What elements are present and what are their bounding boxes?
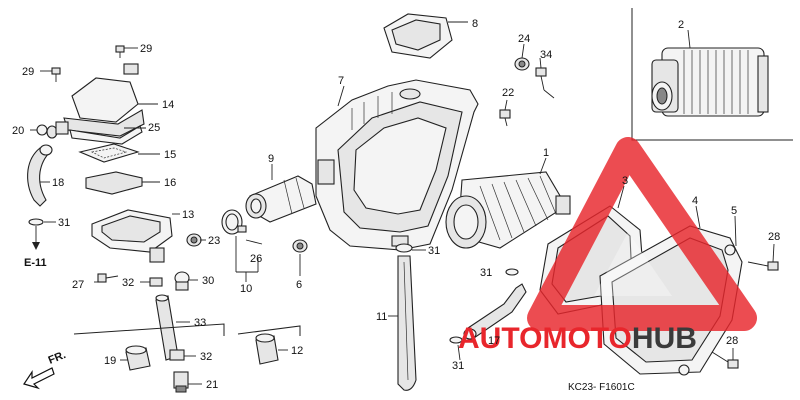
callout-p14: 14: [162, 99, 174, 111]
subgroup-frame-12: [237, 325, 301, 336]
callout-p34: 34: [540, 49, 552, 61]
drain-tube-11: [388, 255, 417, 391]
callout-p22: 22: [502, 87, 514, 99]
reference-label: E-11: [24, 257, 47, 269]
callout-p12: 12: [291, 345, 303, 357]
callout-p30: 30: [202, 275, 214, 287]
callout-p1: 1: [543, 147, 549, 159]
callout-p31d: 31: [452, 360, 464, 372]
screw-29-top: [115, 45, 138, 58]
callout-p8: 8: [472, 18, 478, 30]
clip-31-tube-upper: [505, 268, 519, 276]
cover-14: [63, 63, 158, 137]
clip-31-top: [395, 243, 426, 253]
callout-p31c: 31: [480, 267, 492, 279]
air-cleaner-case-7: [315, 79, 479, 251]
watermark-text: AUTOMOTOHUB: [458, 322, 697, 355]
air-filter-element-2: [651, 29, 769, 117]
screw-28-lower: [711, 348, 739, 369]
fitting-30: [174, 271, 198, 291]
front-direction-arrow: [23, 367, 55, 390]
callout-p29a: 29: [140, 43, 152, 55]
callout-p32b: 32: [200, 351, 212, 363]
callout-p24: 24: [518, 33, 530, 45]
callout-p28b: 28: [726, 335, 738, 347]
screen-15: [78, 143, 160, 163]
watermark-logo: [527, 137, 757, 331]
callout-p13: 13: [182, 209, 194, 221]
callout-p17: 17: [488, 335, 500, 347]
element-16: [85, 171, 160, 195]
gasket-25: [69, 125, 146, 145]
rubber-mount-24: [514, 43, 530, 71]
watermark-text-secondary: HUB: [632, 322, 697, 355]
bolt-22: [499, 99, 511, 127]
clip-31-tube-lower: [449, 336, 463, 361]
clip-31-left: [28, 218, 56, 250]
plug-21: [173, 371, 202, 393]
callout-p25: 25: [148, 122, 160, 134]
tube-18: [27, 144, 53, 207]
callout-p7: 7: [338, 75, 344, 87]
callout-p21: 21: [206, 379, 218, 391]
connecting-tube-9: [245, 164, 317, 223]
callout-p5: 5: [731, 205, 737, 217]
callout-p20: 20: [12, 125, 24, 137]
rubber-cover-8: [383, 13, 468, 59]
callout-p19: 19: [104, 355, 116, 367]
joint-20: [30, 121, 69, 139]
callout-p15: 15: [164, 149, 176, 161]
callout-numbers: 1234567891011121314151617181920212223242…: [12, 18, 780, 391]
subgroup-frame: [73, 323, 225, 336]
callout-p23: 23: [208, 235, 220, 247]
callout-p6: 6: [296, 279, 302, 291]
callout-p2: 2: [678, 19, 684, 31]
watermark-text-primary: AUTOMOTO: [458, 322, 632, 355]
callout-p3: 3: [622, 175, 628, 187]
callout-p27: 27: [72, 279, 84, 291]
plug-23: [186, 233, 206, 247]
joint-19: [120, 345, 151, 371]
direction-label: FR.: [47, 349, 68, 367]
bolt-34: [535, 57, 555, 99]
callout-p11: 11: [376, 311, 387, 323]
callout-p18: 18: [52, 177, 64, 189]
callout-p10: 10: [240, 283, 252, 295]
clip-32-upper: [140, 277, 163, 287]
clip-32-lower: [169, 349, 196, 361]
callout-p16: 16: [164, 177, 176, 189]
screw-27: [94, 273, 119, 283]
filter-element-1: [445, 157, 571, 249]
callout-p31b: 31: [428, 245, 440, 257]
callout-p26: 26: [250, 253, 262, 265]
callout-p33: 33: [194, 317, 206, 329]
callout-p4: 4: [692, 195, 698, 207]
screw-28-upper: [747, 243, 779, 271]
band-26: [221, 209, 263, 282]
diagram-code: KC23- F1601C: [568, 382, 635, 393]
callout-p9: 9: [268, 153, 274, 165]
screw-29-left: [40, 67, 61, 82]
drain-tube-17: [463, 283, 527, 340]
callout-p31a: 31: [58, 217, 70, 229]
valve-case-13: [91, 209, 180, 263]
callout-p29b: 29: [22, 66, 34, 78]
callout-p28a: 28: [768, 231, 780, 243]
callout-p32a: 32: [122, 277, 134, 289]
grommet-6: [292, 239, 308, 276]
tube-12: [255, 333, 288, 365]
